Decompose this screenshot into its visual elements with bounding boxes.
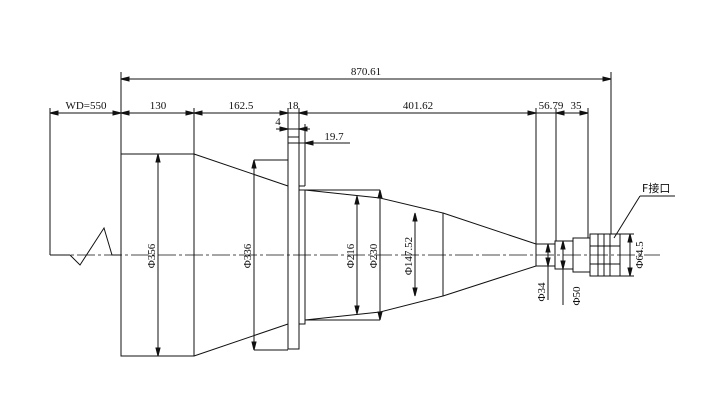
dia-336: Φ336 (242, 243, 254, 268)
dim-working-distance: WD=550 (65, 100, 107, 112)
f-mount-body (589, 233, 621, 277)
dim-56: 56.79 (539, 100, 564, 112)
dim-overall-length: 870.61 (351, 66, 381, 78)
dia-50: Φ50 (571, 286, 583, 306)
dim-35: 35 (571, 100, 583, 112)
dia-356: Φ356 (146, 243, 158, 268)
dia-64-5: Φ64.5 (634, 241, 646, 269)
mount-flange (287, 136, 300, 350)
dia-216: Φ216 (345, 243, 357, 268)
dim-162: 162.5 (229, 100, 254, 112)
dia-34: Φ34 (536, 282, 548, 302)
dim-18: 18 (288, 100, 300, 112)
working-distance-break (50, 226, 121, 266)
dia-147: Φ147.52 (403, 237, 415, 275)
neck-taper-top (442, 212, 555, 245)
dim-401: 401.62 (403, 100, 433, 112)
dim-130: 130 (150, 100, 167, 112)
dia-230: Φ230 (368, 243, 380, 268)
dim-19-7: 19.7 (324, 131, 344, 143)
dim-4: 4 (275, 116, 281, 128)
f-mount-label: F接口 (642, 182, 670, 195)
